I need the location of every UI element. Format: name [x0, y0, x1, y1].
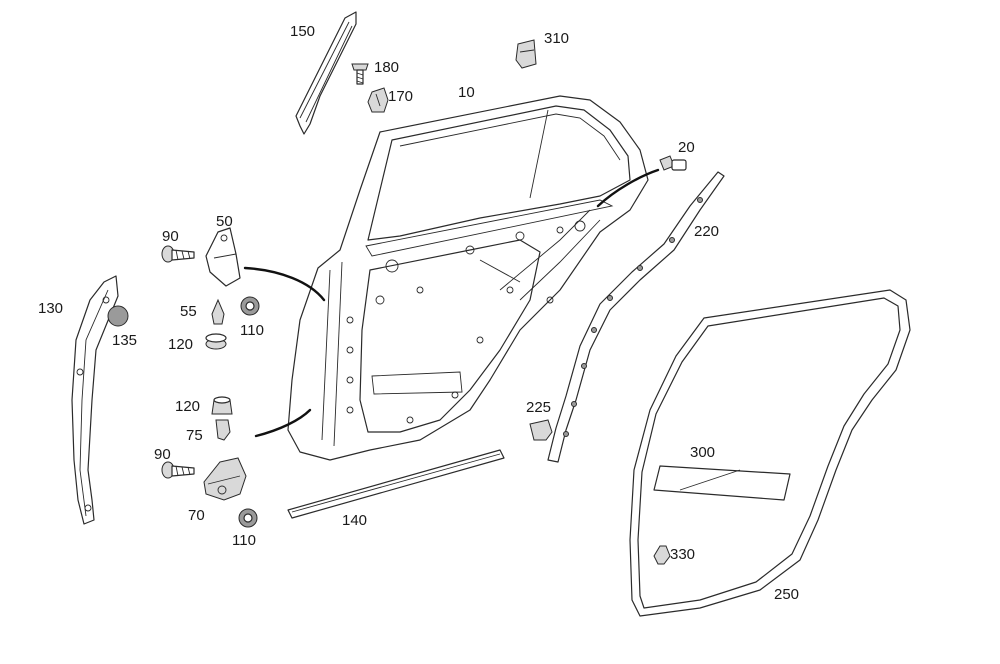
label-part-120-bottom[interactable]: 120 — [175, 398, 201, 415]
part-220-seal-strip[interactable] — [547, 171, 725, 463]
label-part-180[interactable]: 180 — [374, 59, 400, 76]
part-140-sill-strip[interactable] — [287, 449, 505, 519]
label-part-220[interactable]: 220 — [694, 223, 720, 240]
label-part-110-bottom[interactable]: 110 — [232, 532, 256, 549]
part-135-cap[interactable] — [107, 305, 129, 327]
part-70-lower-hinge[interactable] — [203, 457, 247, 501]
part-10-door-shell[interactable] — [287, 95, 649, 461]
part-300-label-sheet[interactable] — [653, 465, 791, 501]
part-110-nut-bottom[interactable] — [238, 508, 258, 528]
label-part-90-bottom[interactable]: 90 — [154, 446, 171, 463]
label-part-310[interactable]: 310 — [544, 30, 570, 47]
label-part-70[interactable]: 70 — [188, 507, 205, 524]
label-part-50[interactable]: 50 — [216, 213, 233, 230]
leader-line — [243, 266, 326, 302]
label-part-135[interactable]: 135 — [112, 332, 138, 349]
label-part-300[interactable]: 300 — [690, 444, 716, 461]
label-part-10[interactable]: 10 — [458, 84, 475, 101]
label-part-150[interactable]: 150 — [290, 23, 316, 40]
label-part-55[interactable]: 55 — [180, 303, 197, 320]
part-120-bushing-bottom[interactable] — [211, 396, 233, 415]
part-180-screw[interactable] — [351, 63, 369, 85]
part-150-window-trim[interactable] — [295, 11, 357, 135]
label-part-120-top[interactable]: 120 — [168, 336, 194, 353]
part-330-clip[interactable] — [653, 545, 671, 565]
label-part-110-top[interactable]: 110 — [240, 322, 264, 339]
label-part-170[interactable]: 170 — [388, 88, 414, 105]
part-310-bracket[interactable] — [515, 39, 537, 69]
part-120-bushing-top[interactable] — [205, 333, 227, 350]
leader-line — [596, 168, 660, 208]
label-part-250[interactable]: 250 — [774, 586, 800, 603]
part-20-bolt[interactable] — [659, 155, 687, 171]
leader-line — [254, 408, 312, 438]
part-110-nut-top[interactable] — [240, 296, 260, 316]
label-part-140[interactable]: 140 — [342, 512, 368, 529]
part-250-door-seal[interactable] — [629, 289, 911, 617]
label-part-225[interactable]: 225 — [526, 399, 552, 416]
label-part-330[interactable]: 330 — [670, 546, 696, 563]
label-part-90-top[interactable]: 90 — [162, 228, 179, 245]
label-part-75[interactable]: 75 — [186, 427, 203, 444]
label-part-20[interactable]: 20 — [678, 139, 695, 156]
part-75-pin[interactable] — [215, 419, 231, 441]
part-50-hinge[interactable] — [205, 227, 241, 287]
part-170-clip[interactable] — [367, 87, 389, 113]
part-225-stopper[interactable] — [529, 419, 553, 441]
label-part-130[interactable]: 130 — [38, 300, 64, 317]
part-55-pin[interactable] — [211, 298, 225, 325]
part-90-screw-bottom[interactable] — [161, 461, 195, 479]
part-90-screw-top[interactable] — [161, 245, 195, 263]
